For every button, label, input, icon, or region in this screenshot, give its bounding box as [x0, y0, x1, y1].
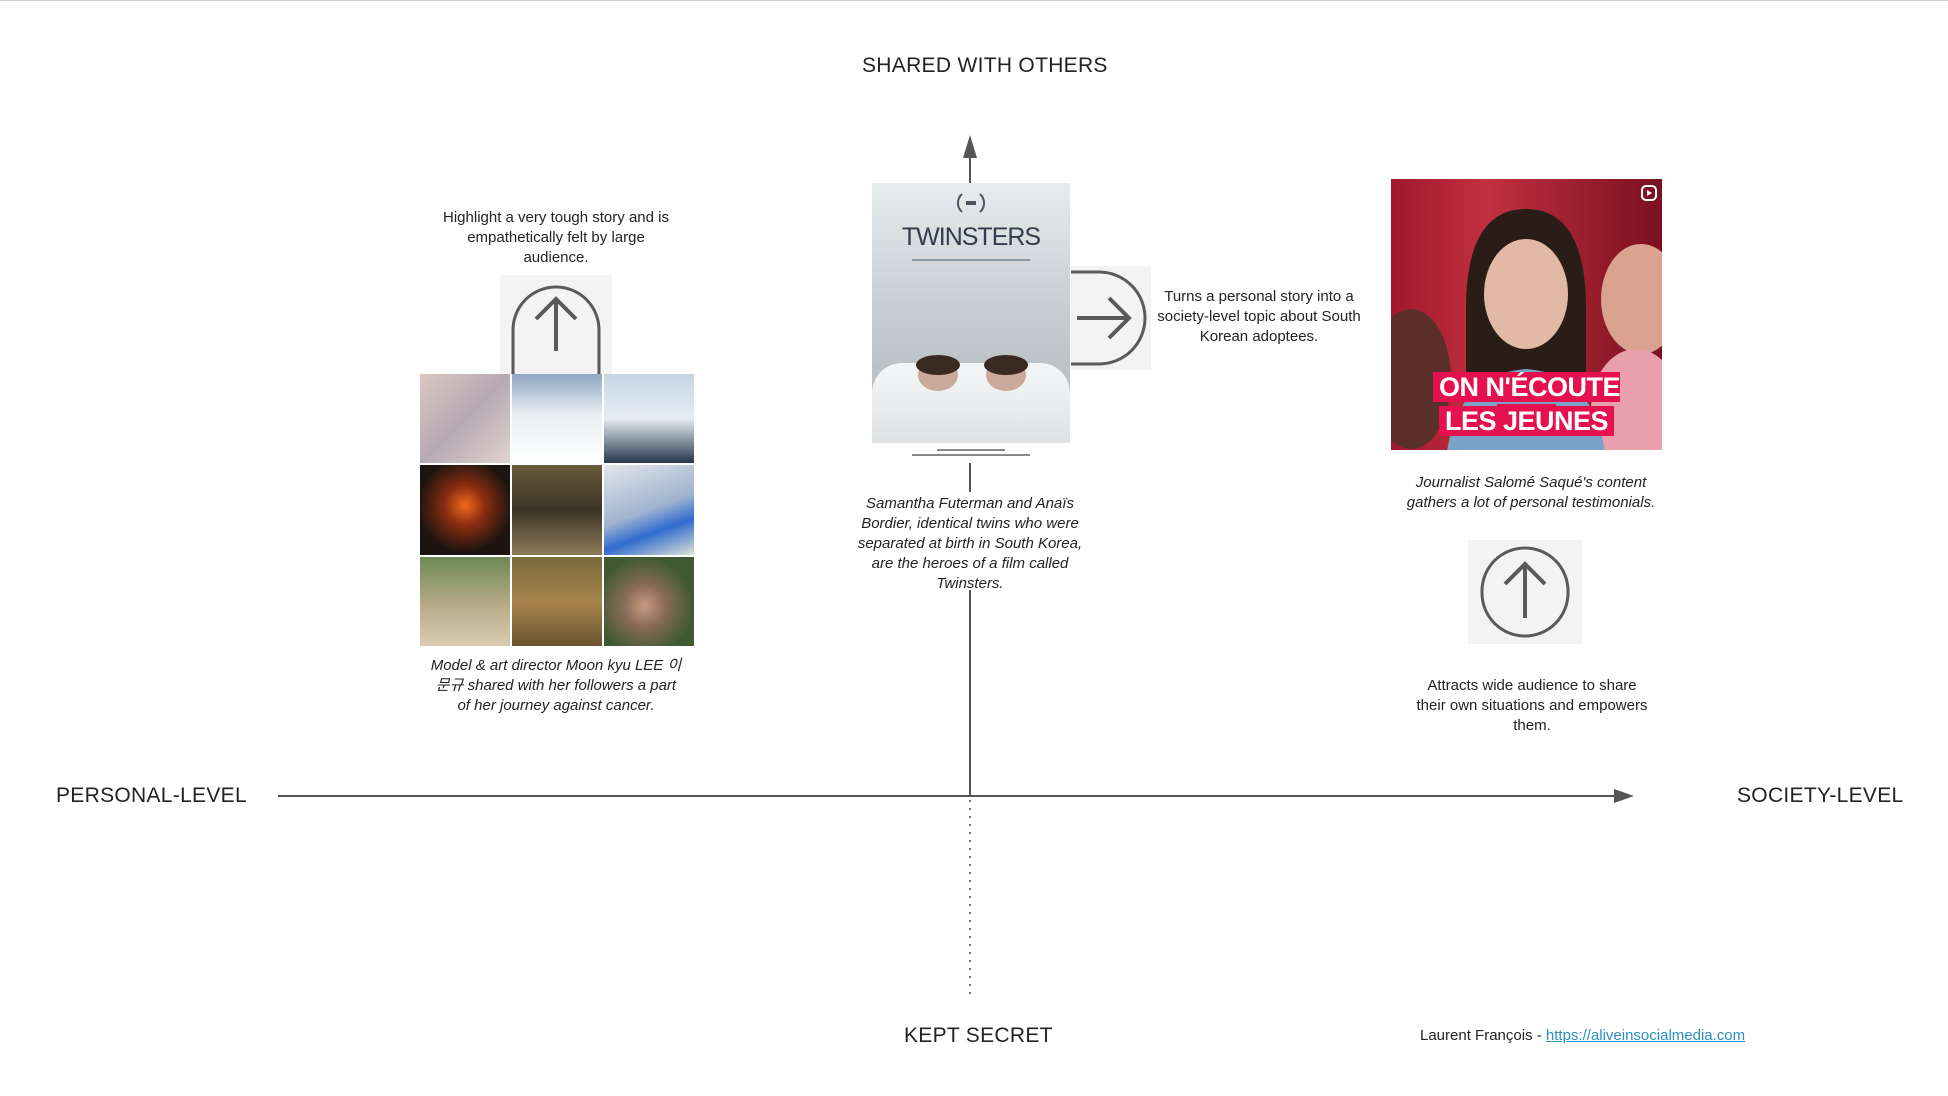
axis-label-personal: PERSONAL-LEVEL [56, 784, 247, 807]
poster-credits [912, 449, 1030, 456]
tv-screenshot: ON N'ÉCOUTE PAS LES JEUNES [1391, 179, 1662, 450]
top-border [0, 0, 1948, 1]
arrow-up-circle-icon [1468, 540, 1582, 644]
arrow-up-circle-icon [500, 275, 612, 375]
left-effect-text: Highlight a very tough story and is empa… [443, 209, 669, 266]
credit-author: Laurent François - [1420, 1027, 1546, 1044]
poster-faces [916, 355, 1028, 391]
axis-label-shared: SHARED WITH OTHERS [862, 54, 1108, 77]
poster-bed [872, 363, 1070, 443]
grid-photo [512, 556, 602, 646]
arrow-right-circle-icon [1071, 266, 1151, 370]
laurel-icon [956, 193, 986, 213]
credit: Laurent François - https://aliveinsocial… [1420, 1027, 1745, 1044]
grid-photo [420, 374, 510, 464]
poster-title: TWINSTERS [901, 223, 1041, 251]
right-caption: Journalist Salomé Saqué's content gather… [1406, 474, 1656, 511]
vertical-axis-arrowhead [963, 135, 977, 158]
grid-photo [420, 556, 510, 646]
grid-photo [512, 374, 602, 464]
grid-photo [512, 465, 602, 555]
instagram-photo-grid [420, 374, 694, 646]
grid-photo [604, 465, 694, 555]
axis-label-secret: KEPT SECRET [904, 1024, 1053, 1047]
poster-tagline [912, 259, 1030, 261]
right-effect-text: Attracts wide audience to share their ow… [1416, 677, 1648, 734]
grid-photo [420, 465, 510, 555]
center-caption: Samantha Futerman and Anaïs Bordier, ide… [857, 495, 1083, 592]
grid-photo [604, 556, 694, 646]
horizontal-axis-arrowhead [1614, 789, 1634, 803]
credit-link[interactable]: https://aliveinsocialmedia.com [1545, 1027, 1746, 1044]
left-caption: Model & art director Moon kyu LEE 이문규 sh… [430, 657, 682, 714]
twinsters-poster: TWINSTERS [872, 183, 1070, 443]
axis-label-society: SOCIETY-LEVEL [1737, 784, 1904, 807]
reel-icon [1641, 185, 1657, 201]
center-effect-text: Turns a personal story into a society-le… [1157, 288, 1361, 345]
grid-photo [604, 374, 694, 464]
tv-banner-line2: LES JEUNES [1411, 405, 1642, 437]
